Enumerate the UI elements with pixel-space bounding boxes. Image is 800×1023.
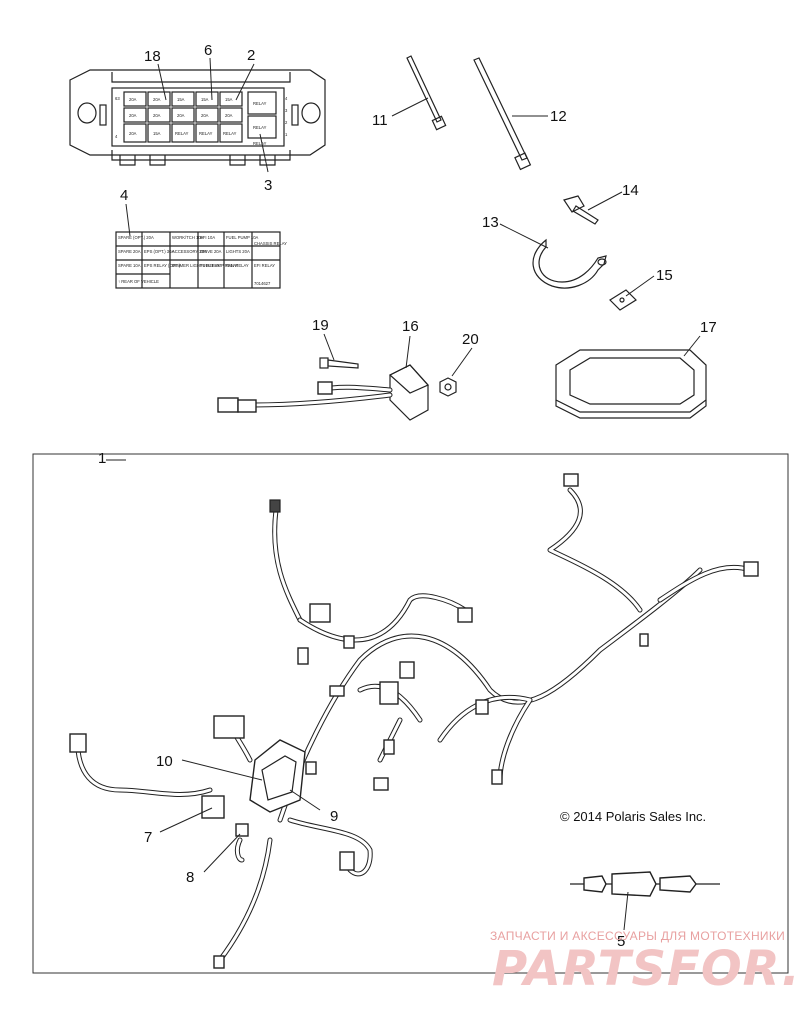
callout-14: 14: [622, 182, 639, 199]
callout-15: 15: [656, 267, 673, 284]
callout-17: 17: [700, 319, 717, 336]
fuse-label-cell: LIGHTS 20A: [226, 249, 250, 254]
callout-12: 12: [550, 108, 567, 125]
fuse-label-part-number: 7014627: [254, 281, 271, 286]
callout-20: 20: [462, 331, 479, 348]
callout-19: 19: [312, 317, 329, 334]
inline-fuse-holder: [570, 871, 720, 897]
callout-7: 7: [144, 829, 152, 846]
fuse-box: 20A 20A 15A 15A 15A RELAY 20A 20A 20A 20…: [69, 69, 326, 166]
fuse-label-cell: DIMMER LIGHTS RELAY: [172, 263, 220, 268]
callout-4: 4: [120, 187, 128, 204]
fuse-cell: RELAY: [223, 131, 237, 136]
callout-13: 13: [482, 214, 499, 231]
callout-2: 2: [247, 47, 255, 64]
callout-9: 9: [330, 808, 338, 825]
fuse-label-cell: EPS (OPT.) 30A: [144, 249, 174, 254]
fuse-label-cell: DRIVE 20A: [200, 249, 222, 254]
fuse-cell: RELAY: [253, 125, 267, 130]
watermark-tagline: ЗАПЧАСТИ И АКСЕССУАРЫ ДЛЯ МОТОТЕХНИКИ: [490, 929, 785, 943]
fuse-side-mark: 3: [285, 108, 288, 113]
screw: [563, 195, 599, 225]
callout-6: 6: [204, 42, 212, 59]
fuse-label-cell: SPARE 10A: [118, 263, 141, 268]
fuse-label-cell: EFI RELAY: [254, 263, 275, 268]
copyright-notice: © 2014 Polaris Sales Inc.: [560, 809, 706, 824]
fuse-label-cell: CHASSIS RELAY: [254, 241, 287, 246]
cable-tie-long: [473, 57, 532, 171]
fuse-cell: 15A: [225, 97, 233, 102]
callout-16: 16: [402, 318, 419, 335]
callout-1: 1: [98, 450, 106, 467]
main-wire-harness: [69, 473, 759, 969]
fuse-cell: 20A: [129, 97, 137, 102]
fuse-label-cell: SPARE (OPT.) 20A: [118, 235, 154, 240]
fuse-cell: 20A: [153, 97, 161, 102]
fuse-cell: 20A: [129, 113, 137, 118]
fuse-side-mark: 1: [285, 132, 288, 137]
fuse-label-cell: FUEL PUMP 10A: [226, 235, 259, 240]
fuse-side-mark: 4: [285, 96, 288, 101]
callout-5: 5: [617, 933, 625, 950]
callout-labels: 1 2 3 4 5 6 7 8 9 10 11 12 13 14 15 16 1…: [98, 42, 717, 950]
fuse-cell: 20A: [153, 113, 161, 118]
fuse-label-cell: ↑ REAR OF VEHICLE: [118, 279, 159, 284]
clip-nut: [609, 289, 637, 311]
fuse-cell: 20A: [225, 113, 233, 118]
hex-nut: [439, 377, 457, 397]
fuse-cell: RELAY: [175, 131, 189, 136]
p-clamp: [532, 238, 607, 289]
callout-11: 11: [372, 112, 388, 129]
fuse-cell: 15A: [153, 131, 161, 136]
fuse-cell: 20A: [177, 113, 185, 118]
fuse-label-cell: FAN RELAY: [226, 263, 249, 268]
fuse-cell: 15A: [201, 97, 209, 102]
fuse-cell: RELAY: [253, 101, 267, 106]
callout-8: 8: [186, 869, 194, 886]
fuse-side-mark: 2: [285, 120, 288, 125]
leader-lines: [106, 57, 701, 931]
fuse-label-cell: FUEL PUMP RELAY: [200, 263, 239, 268]
fuse-side-mark: 4: [115, 134, 118, 139]
fuse-label-decal: SPARE (OPT.) 20A WORK/TCH 10A EFI 10A FU…: [115, 231, 287, 289]
fuse-cell: 20A: [129, 131, 137, 136]
main-harness-frame: [32, 453, 789, 974]
fuse-label-cell: EPS RELAY (OPT.): [144, 263, 181, 268]
callout-10: 10: [156, 753, 173, 770]
fuse-label-cell: ACCESSORY 20A: [172, 249, 207, 254]
fuse-cell: 15A: [177, 97, 185, 102]
fuse-grid: 20A 20A 15A 15A 15A RELAY 20A 20A 20A 20…: [115, 91, 288, 146]
fuse-cell: RELAY: [253, 141, 267, 146]
relay-module-harness: [217, 357, 429, 421]
fuse-cell: 20A: [201, 113, 209, 118]
callout-3: 3: [264, 177, 272, 194]
fuse-label-cell: SPARE 20A: [118, 249, 141, 254]
fuse-cell: RELAY: [199, 131, 213, 136]
watermark-brand: PARTSFOR.RU: [492, 941, 800, 997]
cable-tie-short: [406, 55, 447, 131]
fuse-label-cell: WORK/TCH 10A: [172, 235, 204, 240]
callout-18: 18: [144, 48, 161, 65]
fuse-box-cover: [555, 349, 707, 419]
fuse-label-cell: EFI 10A: [200, 235, 215, 240]
fuse-side-mark: 63: [115, 96, 120, 101]
